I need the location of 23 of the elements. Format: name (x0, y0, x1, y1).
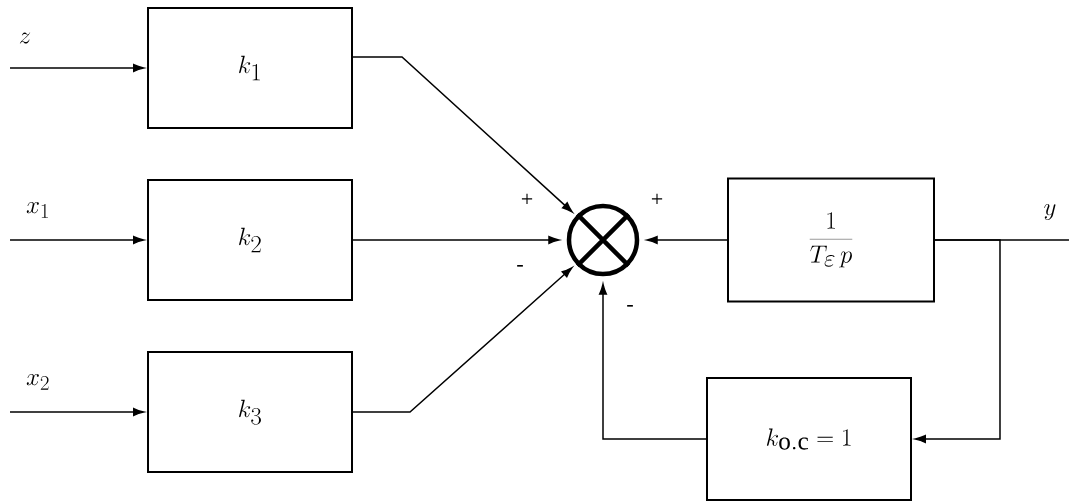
arrow (646, 235, 728, 245)
sign-label: - (627, 305, 633, 307)
signal-label: $x_2$ (26, 374, 49, 390)
arrow (598, 283, 707, 440)
sign-label: + (521, 193, 533, 205)
arrow (9, 235, 145, 245)
arrow (352, 267, 573, 413)
arrow (9, 63, 145, 73)
arrow (9, 407, 145, 417)
sign-label: + (651, 193, 663, 205)
signal-label: $x_1$ (26, 202, 48, 218)
summing-junction (566, 203, 640, 277)
block-box: $\frac{1}{T_{\varepsilon}\, p}$ (727, 177, 935, 303)
arrow (352, 56, 573, 213)
sign-label: - (517, 265, 523, 267)
block-box: $k_2$ (147, 179, 353, 301)
block-box: $k_3$ (147, 351, 353, 473)
signal-label: $z$ (19, 32, 31, 44)
block-box: $k_{\mathrm{o.c}}=1$ (706, 377, 912, 501)
arrow (914, 239, 1001, 444)
block-box: $k_1$ (147, 7, 353, 129)
arrow (352, 235, 560, 245)
signal-label: $y$ (1044, 203, 1056, 220)
